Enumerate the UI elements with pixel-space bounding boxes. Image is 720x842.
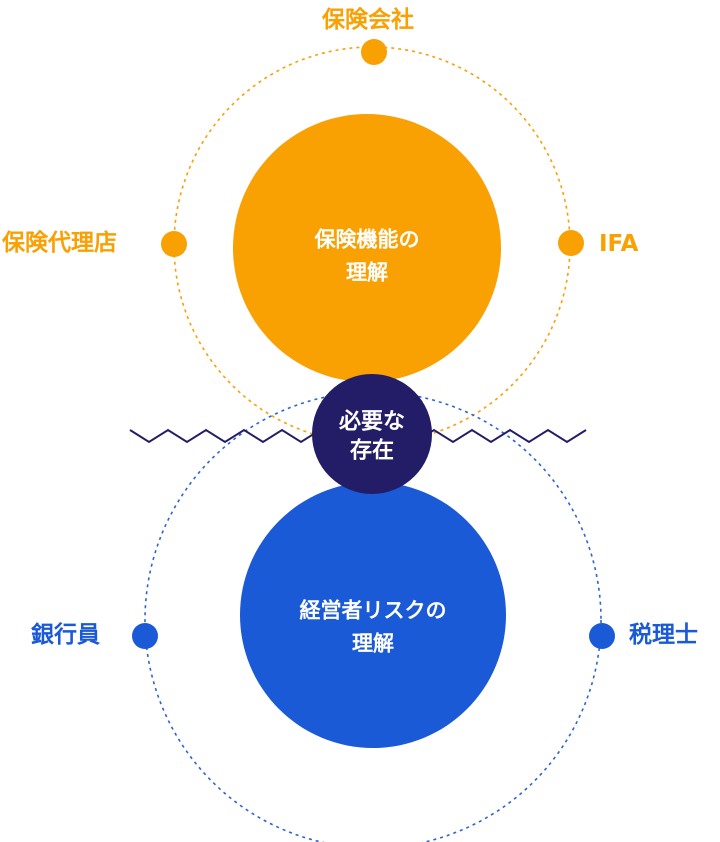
node-label-banker: 銀行員 (31, 622, 100, 648)
insurance-understanding-line1: 保険機能の (314, 227, 420, 252)
node-dot-tax-accountant (589, 623, 615, 649)
insurance-understanding-text: 保険機能の 理解 (315, 223, 420, 288)
node-label-ifa: IFA (599, 231, 639, 257)
management-risk-line2: 理解 (352, 631, 394, 655)
node-label-insurance-company: 保険会社 (322, 7, 414, 33)
necessary-presence-text: 必要な 存在 (339, 408, 405, 465)
node-label-tax-accountant: 税理士 (629, 622, 698, 648)
management-risk-circle (240, 482, 506, 748)
node-dot-ifa (558, 230, 584, 256)
necessary-presence-circle (312, 374, 432, 494)
insurance-understanding-circle (233, 114, 501, 382)
necessary-presence-line1: 必要な (338, 409, 406, 435)
management-risk-text: 経営者リスクの 理解 (300, 594, 447, 659)
insurance-understanding-line2: 理解 (346, 260, 388, 284)
node-label-insurance-agency: 保険代理店 (2, 230, 117, 256)
necessary-presence-line2: 存在 (349, 438, 395, 463)
management-risk-line1: 経営者リスクの (299, 598, 447, 623)
node-dot-banker (132, 623, 158, 649)
node-dot-insurance-agency (161, 231, 187, 257)
node-dot-insurance-company (361, 39, 387, 65)
